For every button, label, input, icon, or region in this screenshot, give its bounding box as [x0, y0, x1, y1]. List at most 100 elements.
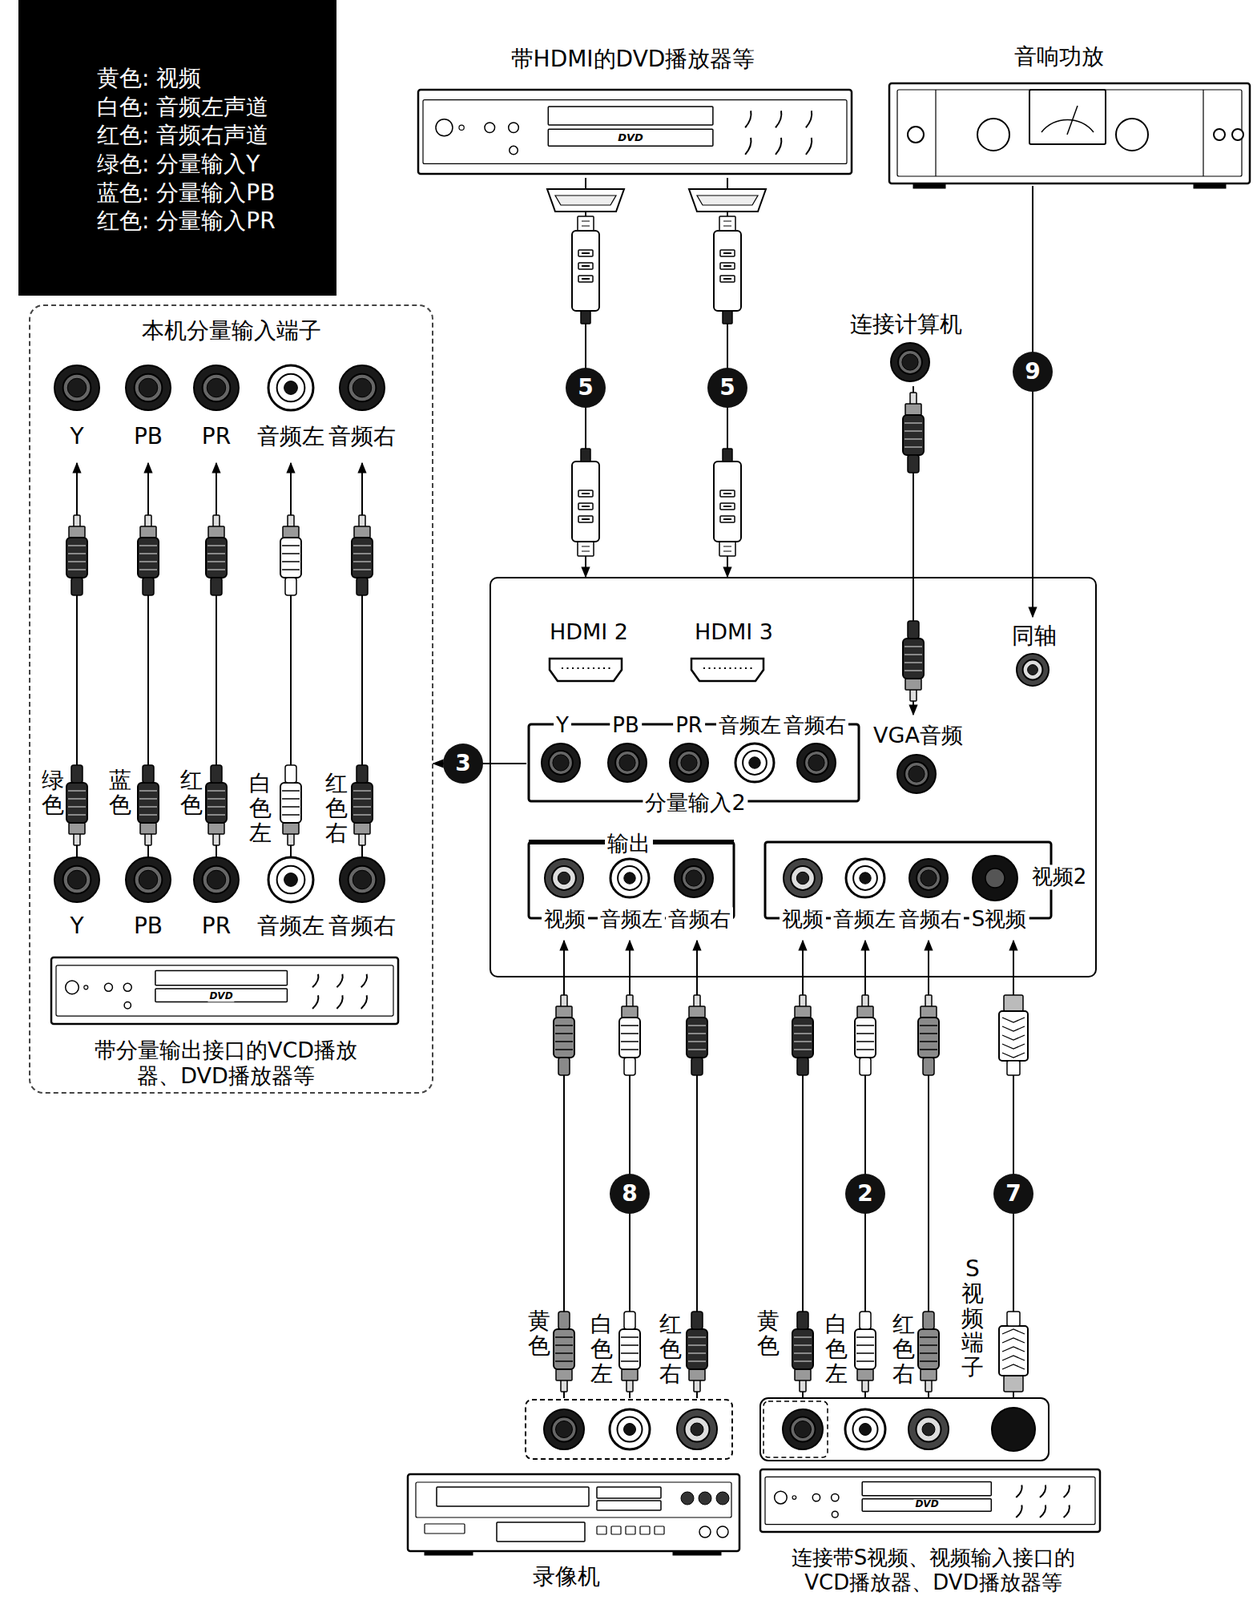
hdmi-port: [703, 667, 706, 669]
rca-jack: [193, 857, 239, 903]
rca-jack: [783, 858, 822, 898]
hdmi-plug: [719, 541, 736, 556]
rca-jack: [610, 858, 649, 898]
hdmi-plug: [720, 490, 735, 497]
rca-plug: [280, 537, 302, 578]
rca-plug: [68, 813, 86, 816]
rca-plug: [688, 1352, 706, 1354]
s-video-plug: [999, 995, 1028, 1076]
hdmi-plug: [572, 216, 600, 324]
rca-plug: [792, 1017, 814, 1058]
rca-plug: [139, 789, 158, 792]
amplifier: [897, 89, 1242, 177]
hdmi-plug: [577, 216, 594, 231]
port-label: PR: [672, 713, 706, 738]
rca-jack: [543, 1409, 585, 1450]
rca-plug: [793, 1024, 812, 1027]
rca-plug: [688, 1369, 706, 1381]
jack-panel: [525, 1399, 733, 1459]
hdmi-plug: [577, 541, 594, 556]
rca-jack: [624, 872, 636, 884]
rca-jack: [676, 750, 702, 775]
rca-jack: [67, 870, 87, 890]
rca-plug: [137, 537, 159, 578]
legend-line: 蓝色: 分量输入PB: [96, 179, 275, 207]
rca-jack: [685, 870, 702, 887]
dvd-player: [1039, 1504, 1046, 1518]
rca-plug: [919, 1032, 938, 1035]
dvd-player: [104, 983, 113, 992]
port-group: YPBPR音频左音频右分量输入2: [526, 709, 865, 819]
hdmi-plug: [723, 277, 732, 280]
s-video-jack: [972, 855, 1018, 901]
rca-jack: [134, 866, 163, 895]
wire-color-label: 黄色: [527, 1309, 551, 1359]
dvd-player: [312, 974, 319, 988]
hdmi-plug: [713, 461, 742, 542]
rca-plug: [907, 620, 919, 639]
rca-jack: [690, 1422, 704, 1436]
rca-plug: [68, 560, 86, 563]
rca-plug: [356, 577, 368, 596]
rca-plug: [859, 1311, 871, 1330]
dvd-player: [84, 985, 89, 990]
dvd-player: [774, 1490, 788, 1504]
rca-jack: [134, 374, 163, 403]
rca-jack: [206, 378, 226, 398]
port-group: 视频音频左音频右S视频视频2: [762, 826, 1094, 941]
amplifier: [977, 118, 1010, 151]
hdmi-plug: [723, 265, 732, 267]
rca-plug: [205, 515, 227, 596]
amplifier: [1232, 128, 1244, 141]
rca-jack: [804, 750, 829, 775]
rca-plug: [207, 805, 226, 808]
hdmi-plug: [580, 448, 591, 462]
callout-number: 7: [993, 1173, 1034, 1214]
rca-plug: [792, 995, 814, 1076]
rca-plug: [205, 537, 227, 578]
dvd-player: [862, 1498, 992, 1512]
rca-plug: [208, 822, 225, 834]
dvd-player: [805, 110, 812, 128]
rca-jack: [268, 857, 314, 903]
hdmi-plug: [580, 310, 591, 324]
port-label: 视频: [541, 906, 589, 932]
rca-jack: [681, 866, 706, 891]
dvd-player: [336, 974, 343, 988]
callout-number: 8: [609, 1173, 650, 1214]
dvd-player: [336, 995, 343, 1009]
hdmi-connector: [547, 189, 625, 212]
rca-plug: [621, 1006, 638, 1018]
rca-plug: [919, 1344, 938, 1346]
device-box: 带分量输出接口的VCD播放器、DVD播放器等: [49, 954, 403, 1092]
rca-plug: [904, 430, 923, 432]
rca-plug: [619, 1329, 641, 1370]
rca-plug: [282, 789, 300, 792]
hdmi-port: [549, 658, 622, 681]
hdmi-port: [691, 658, 764, 681]
rca-plug: [282, 560, 300, 563]
amplifier: [889, 83, 1250, 184]
rca-plug: [142, 765, 154, 783]
rca-plug: [688, 1024, 706, 1027]
rca-jack: [674, 858, 714, 898]
rca-plug: [691, 1057, 703, 1076]
rca-plug: [905, 403, 922, 415]
hdmi-plug: [578, 515, 593, 523]
rca-jack: [551, 1417, 577, 1443]
rca-plug: [68, 552, 86, 555]
dvd-player: [124, 1002, 131, 1009]
rca-plug: [139, 568, 158, 571]
dvd-player: [812, 1493, 820, 1501]
hdmi-port: [729, 667, 732, 669]
rca-jack: [619, 754, 636, 771]
hdmi-connector: [688, 189, 766, 212]
vcr: [596, 1486, 661, 1499]
rca-plug: [620, 1024, 639, 1027]
rca-plug: [688, 1360, 706, 1362]
rca-jack: [908, 1409, 949, 1450]
rca-plug: [139, 797, 158, 800]
hdmi-port: [734, 667, 737, 669]
tv-panel: HDMI 2HDMI 3同轴VGA音频YPBPR音频左音频右分量输入2输出视频音…: [489, 576, 1097, 978]
rca-jack: [608, 743, 647, 782]
